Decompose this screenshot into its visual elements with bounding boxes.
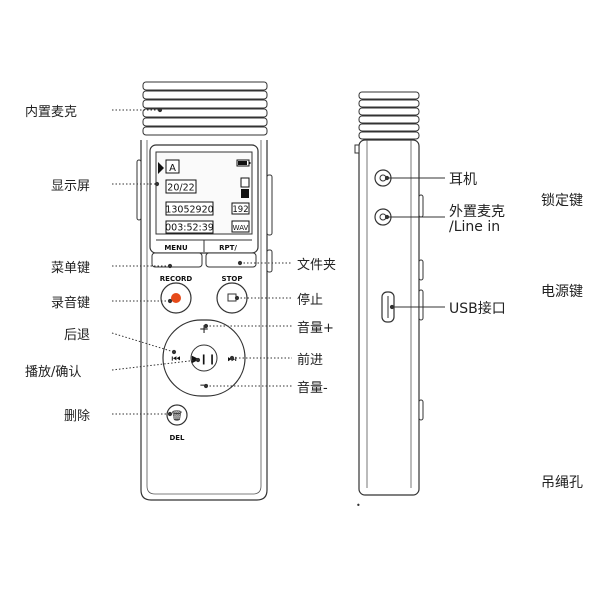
rewind-icon: ⏮: [172, 354, 181, 365]
label-power-key: 电源键: [541, 284, 583, 300]
lcd-arrow-icon: [158, 162, 164, 174]
label-built-in-mic: 内置麦克: [25, 105, 78, 120]
leader-lines: [111, 107, 445, 417]
lcd-bitrate: 192: [232, 205, 248, 215]
lcd-date: 13052920: [165, 205, 213, 216]
label-lock-key: 锁定键: [541, 193, 583, 209]
label-lanyard-hole: 吊绳孔: [541, 475, 583, 491]
stop-icon: [227, 293, 237, 302]
label-back: 后退: [64, 328, 91, 343]
label-external-mic: 外置麦克: [449, 204, 505, 220]
front-side-key: [266, 174, 273, 236]
battery-icon: [236, 159, 251, 167]
label-play-confirm: 播放/确认: [25, 365, 82, 380]
menu-button[interactable]: [151, 252, 203, 268]
front-mic-grille: [142, 81, 268, 136]
lcd-time: 003:52:39: [165, 223, 214, 234]
lcd-indicator-icon: [240, 177, 250, 188]
lcd-file-count: 20/22: [167, 183, 194, 194]
record-label: RECORD: [160, 275, 193, 283]
play-pause-icon: ▶❙❙: [192, 354, 216, 365]
label-menu-key: 菜单键: [51, 261, 91, 276]
record-dot-icon: [171, 293, 181, 303]
label-folder: 文件夹: [297, 258, 337, 273]
folder-button[interactable]: [205, 252, 257, 268]
front-device: A 20/22 13052920 003:52:39 192 WAV MENU …: [136, 81, 273, 501]
play-button[interactable]: [190, 344, 218, 372]
trash-icon: 🗑: [171, 410, 184, 422]
svg-text:•: •: [356, 501, 361, 510]
label-volume-up: 音量+: [297, 321, 334, 336]
del-label: DEL: [169, 434, 185, 442]
minus-icon: −: [199, 378, 209, 392]
label-volume-down: 音量-: [297, 381, 328, 396]
label-display-screen: 显示屏: [51, 179, 91, 194]
label-delete: 删除: [64, 409, 91, 424]
delete-button[interactable]: [166, 404, 188, 426]
lcd-mode: A: [169, 163, 176, 174]
menu-key-label: MENU: [164, 244, 188, 252]
label-usb-port: USB接口: [449, 301, 506, 317]
rpt-key-label: RPT/: [219, 244, 237, 252]
plus-icon: +: [199, 322, 209, 336]
label-stop: 停止: [297, 293, 324, 308]
label-forward: 前进: [297, 353, 324, 368]
side-device: [354, 91, 424, 496]
lcd-format: WAV: [233, 224, 249, 232]
side-mic-grille: [358, 91, 420, 140]
label-line-in: /Line in: [449, 219, 501, 235]
label-record-key: 录音键: [51, 296, 91, 311]
label-earphone: 耳机: [449, 172, 477, 188]
stop-label: STOP: [222, 275, 243, 283]
